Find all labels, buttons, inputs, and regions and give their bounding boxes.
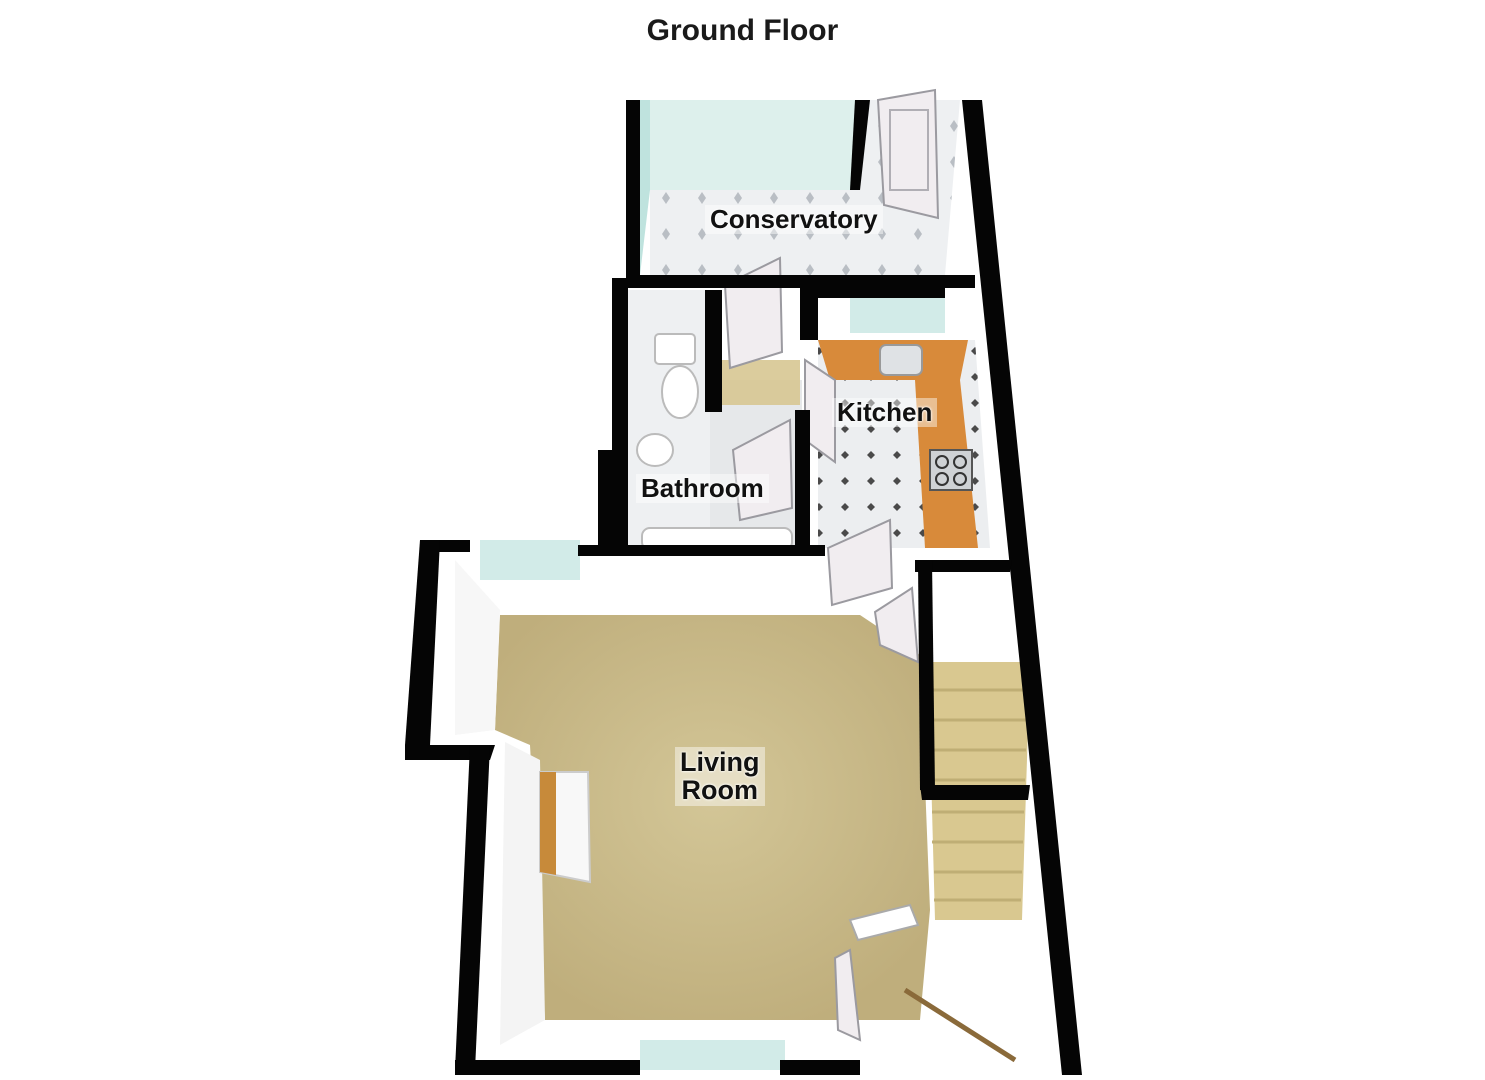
floor-title: Ground Floor xyxy=(646,14,839,47)
living-room-label-line2: Room xyxy=(681,775,759,806)
radiator xyxy=(848,903,920,942)
living-room-label-line1: Living xyxy=(680,747,760,777)
conservatory-label: Conservatory xyxy=(705,205,883,235)
fireplace xyxy=(539,771,592,884)
front-door[interactable] xyxy=(833,948,862,1042)
walls xyxy=(405,100,1082,1075)
basin-fixture xyxy=(636,433,674,467)
bathroom-room xyxy=(628,290,802,545)
bathroom-door[interactable] xyxy=(731,418,794,522)
toilet-fixture xyxy=(654,333,699,419)
living-room-label: Living Room xyxy=(675,747,765,806)
hob-fixture xyxy=(929,449,973,491)
windows xyxy=(480,540,785,1070)
conservatory-door[interactable] xyxy=(876,88,940,220)
kitchen-label: Kitchen xyxy=(832,398,938,428)
bathroom-label: Bathroom xyxy=(636,474,769,504)
stair-rail xyxy=(903,987,1017,1063)
living-room-door[interactable] xyxy=(873,586,920,664)
living-room xyxy=(455,560,930,1045)
kitchen-lower-door[interactable] xyxy=(826,518,894,607)
sink-fixture xyxy=(879,344,923,376)
